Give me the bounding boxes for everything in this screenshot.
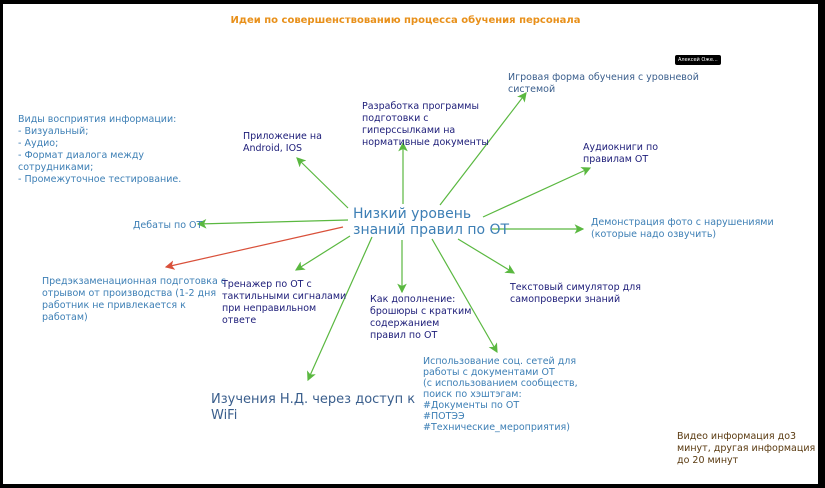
node-perception[interactable]: Виды восприятия информации: - Визуальный… [18,114,182,185]
node-app[interactable]: Приложение на Android, IOS [243,131,322,154]
node-photos[interactable]: Демонстрация фото с нарушениями (которые… [591,217,774,240]
arrow-app [296,157,349,209]
node-preexam[interactable]: Предэкзаменационная подготовка с отрывом… [42,276,227,323]
connectors [164,92,592,382]
node-audiobooks[interactable]: Аудиокниги по правилам ОТ [583,142,659,165]
node-social[interactable]: Использование соц. сетей для работы с до… [423,356,578,433]
node-game[interactable]: Игровая форма обучения с уровневой систе… [508,72,699,95]
arrow-textsim [457,238,516,274]
arrow-simulator [294,235,351,271]
user-badge[interactable]: Алексей Ожe... [675,55,721,65]
node-brochures[interactable]: Как дополнение: брошюры с кратким содерж… [370,294,472,341]
arrow-game [439,92,527,206]
mindmap-canvas: Идеи по совершенствованию процесса обуче… [3,4,818,484]
arrow-preexam [164,226,344,270]
arrow-social [431,238,498,354]
node-simulator[interactable]: Тренажер по ОТ с тактильными сигналами п… [222,279,347,326]
arrow-debates [196,218,349,229]
diagram-title: Идеи по совершенствованию процесса обуче… [230,15,581,26]
node-program[interactable]: Разработка программы подготовки с гиперс… [362,101,489,148]
node-video[interactable]: Видео информация до3 минут, другая инфор… [677,431,816,466]
node-textsim[interactable]: Текстовый симулятор для самопроверки зна… [510,282,641,305]
central-topic[interactable]: Низкий уровень знаний правил по ОТ [353,206,510,238]
node-debates[interactable]: Дебаты по ОТ [133,220,203,231]
node-wifi[interactable]: Изучения Н.Д. через доступ к WiFi [211,392,416,423]
arrow-wifi [307,236,373,382]
arrow-audiobooks [482,167,592,218]
